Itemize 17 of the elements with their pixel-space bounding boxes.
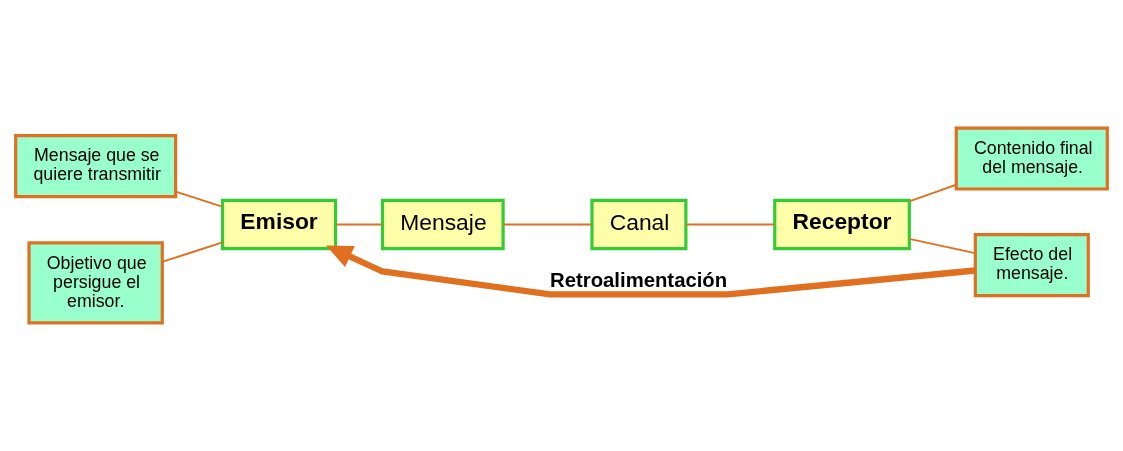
node-box: Emisor [221,198,338,251]
node-box: Mensaje que se quiere transmitir [14,134,178,199]
connector [685,223,776,226]
connector [334,223,384,226]
connector [502,223,593,226]
node-box: Contenido final del mensaje. [954,126,1109,191]
node-box: Mensaje [380,198,505,251]
node-box: Efecto del mensaje. [973,233,1090,298]
node-box: Objetivo que persigue el emisor. [27,241,164,325]
connector [174,190,224,208]
edge-label: Retroalimentación [550,268,728,291]
connector [908,237,976,255]
node-box: Receptor [773,198,911,251]
node-box: Canal [590,198,688,251]
arrow [326,245,976,298]
connector [908,183,958,203]
connector [161,241,224,263]
